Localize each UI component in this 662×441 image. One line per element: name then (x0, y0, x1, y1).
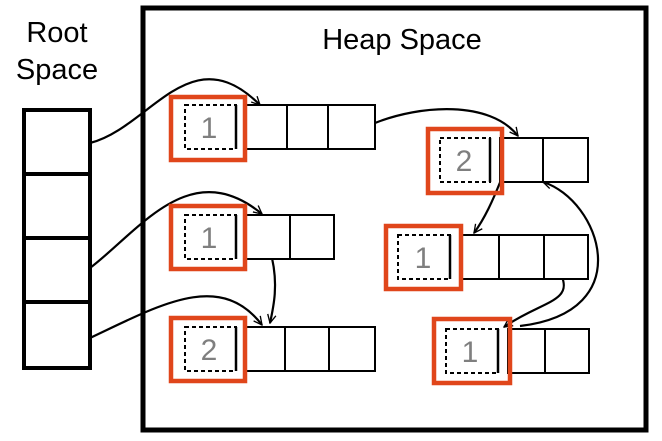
arrow-B-to-C (270, 257, 275, 323)
root-slot (22, 300, 92, 370)
object-field (245, 326, 286, 372)
object-field (289, 214, 335, 260)
ref-count-highlight (431, 316, 513, 386)
object-field (327, 104, 376, 150)
root-space-label-line1: Root (26, 17, 87, 49)
ref-count-cell (397, 234, 451, 280)
heap-object-B: 1 (168, 203, 335, 272)
arrow-E-to-F (504, 276, 565, 328)
heap-space-label: Heap Space (322, 24, 482, 56)
arrow-root3-to-B (89, 191, 262, 269)
ref-count-value: 1 (415, 242, 432, 275)
object-field (543, 234, 589, 280)
arrow-root1-to-A (89, 78, 260, 145)
ref-count-cell (439, 137, 491, 183)
root-space-label-line2: Space (16, 54, 98, 86)
ref-count-highlight (168, 203, 248, 272)
arrow-root4-to-C (89, 295, 262, 339)
ref-count-cell (184, 214, 237, 260)
ref-count-highlight (168, 315, 248, 384)
root-slot (22, 108, 92, 176)
reference-arrows (89, 78, 599, 339)
ref-count-value: 2 (201, 334, 218, 367)
heap-object-C: 2 (168, 315, 376, 384)
root-slot (22, 172, 92, 240)
arrow-F-to-D (519, 182, 599, 328)
ref-count-highlight (425, 126, 505, 196)
object-field (542, 137, 589, 183)
ref-count-highlight (383, 223, 464, 292)
arrow-A-to-D (374, 108, 518, 136)
object-field (245, 214, 291, 260)
object-field (499, 137, 544, 183)
ref-count-value: 1 (462, 336, 479, 369)
heap-object-F: 1 (431, 316, 590, 386)
arrow-D-to-E (473, 179, 503, 233)
object-field (459, 234, 500, 280)
object-field (544, 328, 590, 374)
object-field (498, 234, 545, 280)
ref-count-value: 2 (456, 145, 473, 178)
heap-object-A: 1 (168, 94, 376, 163)
object-field (328, 326, 376, 372)
root-slot (22, 236, 92, 304)
object-field (286, 104, 329, 150)
heap-object-E: 1 (383, 223, 589, 292)
ref-count-value: 1 (201, 112, 218, 145)
object-field (245, 104, 288, 150)
heap-space-box (140, 5, 649, 433)
object-field (507, 328, 546, 374)
object-field (284, 326, 330, 372)
ref-count-value: 1 (201, 222, 218, 255)
heap-object-D: 2 (425, 126, 589, 196)
root-space (22, 108, 92, 370)
ref-count-highlight (168, 94, 248, 163)
